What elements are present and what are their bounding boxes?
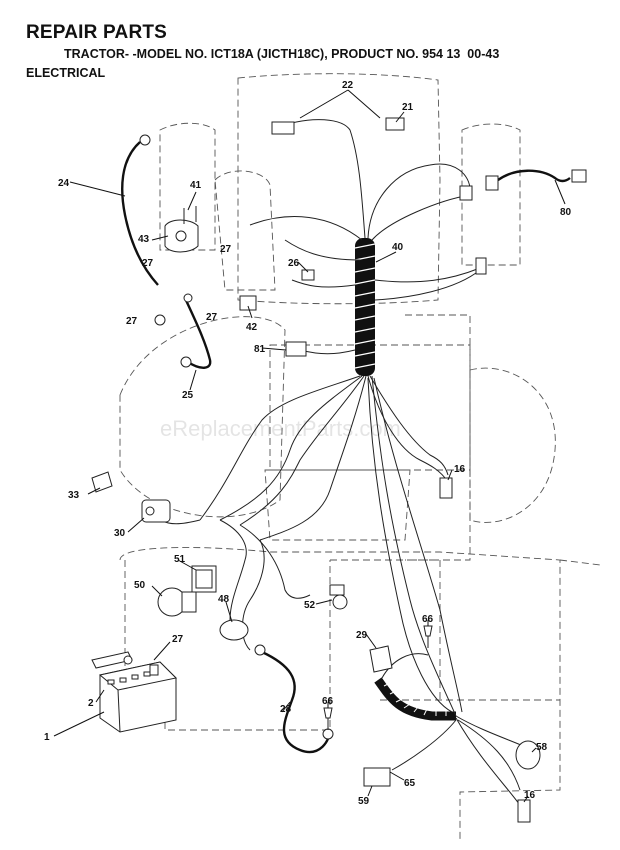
callout-26: 26: [288, 258, 300, 269]
cable-ring-terminals: [139, 134, 334, 740]
callout-52: 52: [304, 600, 316, 611]
callout-81: 81: [254, 344, 266, 355]
callout-27a: 27: [220, 244, 232, 255]
callout-2: 2: [88, 698, 94, 709]
callout-42: 42: [246, 322, 258, 333]
battery-terminal-bolts: [91, 651, 133, 669]
solenoid-43: [164, 206, 199, 253]
callout-43: 43: [138, 234, 150, 245]
harness-loom-coil: [354, 238, 376, 376]
callout-58: 58: [536, 742, 548, 753]
callout-25: 25: [182, 390, 194, 401]
callout-66a: 66: [422, 614, 434, 625]
model-number-line: TRACTOR- -MODEL NO. ICT18A (JICTH18C), P…: [64, 47, 500, 61]
callout-27d: 27: [206, 312, 218, 323]
fuse-52: [329, 584, 348, 610]
callout-28: 28: [280, 704, 292, 715]
callout-16a: 16: [454, 464, 466, 475]
watermark: eReplacementParts.com: [160, 416, 401, 441]
battery: [98, 661, 178, 733]
relay-51: [191, 565, 217, 593]
page-title: REPAIR PARTS: [26, 22, 168, 43]
callout-30: 30: [114, 528, 126, 539]
callout-16b: 16: [524, 790, 536, 801]
callout-leaders: [53, 89, 566, 803]
battery-cable-25: [183, 297, 212, 369]
callout-27c: 27: [126, 316, 138, 327]
callout-27b: 27: [142, 258, 154, 269]
connector-clips: [239, 117, 587, 357]
callout-22: 22: [342, 80, 354, 91]
callout-27e: 27: [172, 634, 184, 645]
switch-cable-80: [497, 169, 571, 183]
battery-cable-28: [261, 650, 332, 754]
callout-24: 24: [58, 178, 70, 189]
module-59: [363, 767, 391, 787]
callout-48: 48: [218, 594, 230, 605]
callout-66b: 66: [322, 696, 334, 707]
ammeter-50: [157, 587, 197, 617]
callout-50: 50: [134, 580, 146, 591]
ground-cable-24: [121, 141, 159, 286]
headlight-switch-33: [91, 471, 113, 493]
callout-80: 80: [560, 207, 572, 218]
callout-40: 40: [392, 242, 404, 253]
lower-harness-coil: [374, 677, 456, 721]
callout-41: 41: [190, 180, 202, 191]
brake-switch-16: [439, 477, 531, 823]
plunger-switch-29: [369, 645, 393, 673]
callout-29: 29: [356, 630, 368, 641]
callout-1: 1: [44, 732, 50, 743]
callout-33: 33: [68, 490, 80, 501]
screws-66: [323, 625, 433, 730]
callout-labels: 22 21 80 24 41 43 27 27 27 27 40 26 42 8…: [44, 80, 572, 807]
wiring-harness: [159, 119, 529, 809]
section-label: ELECTRICAL: [26, 66, 106, 80]
callout-21: 21: [402, 102, 414, 113]
seat-switch-58: [515, 740, 541, 770]
callout-51: 51: [174, 554, 186, 565]
key-switch-30: [141, 499, 171, 523]
light-bulb-48: [219, 619, 249, 641]
callout-59: 59: [358, 796, 370, 807]
callout-65: 65: [404, 778, 416, 789]
